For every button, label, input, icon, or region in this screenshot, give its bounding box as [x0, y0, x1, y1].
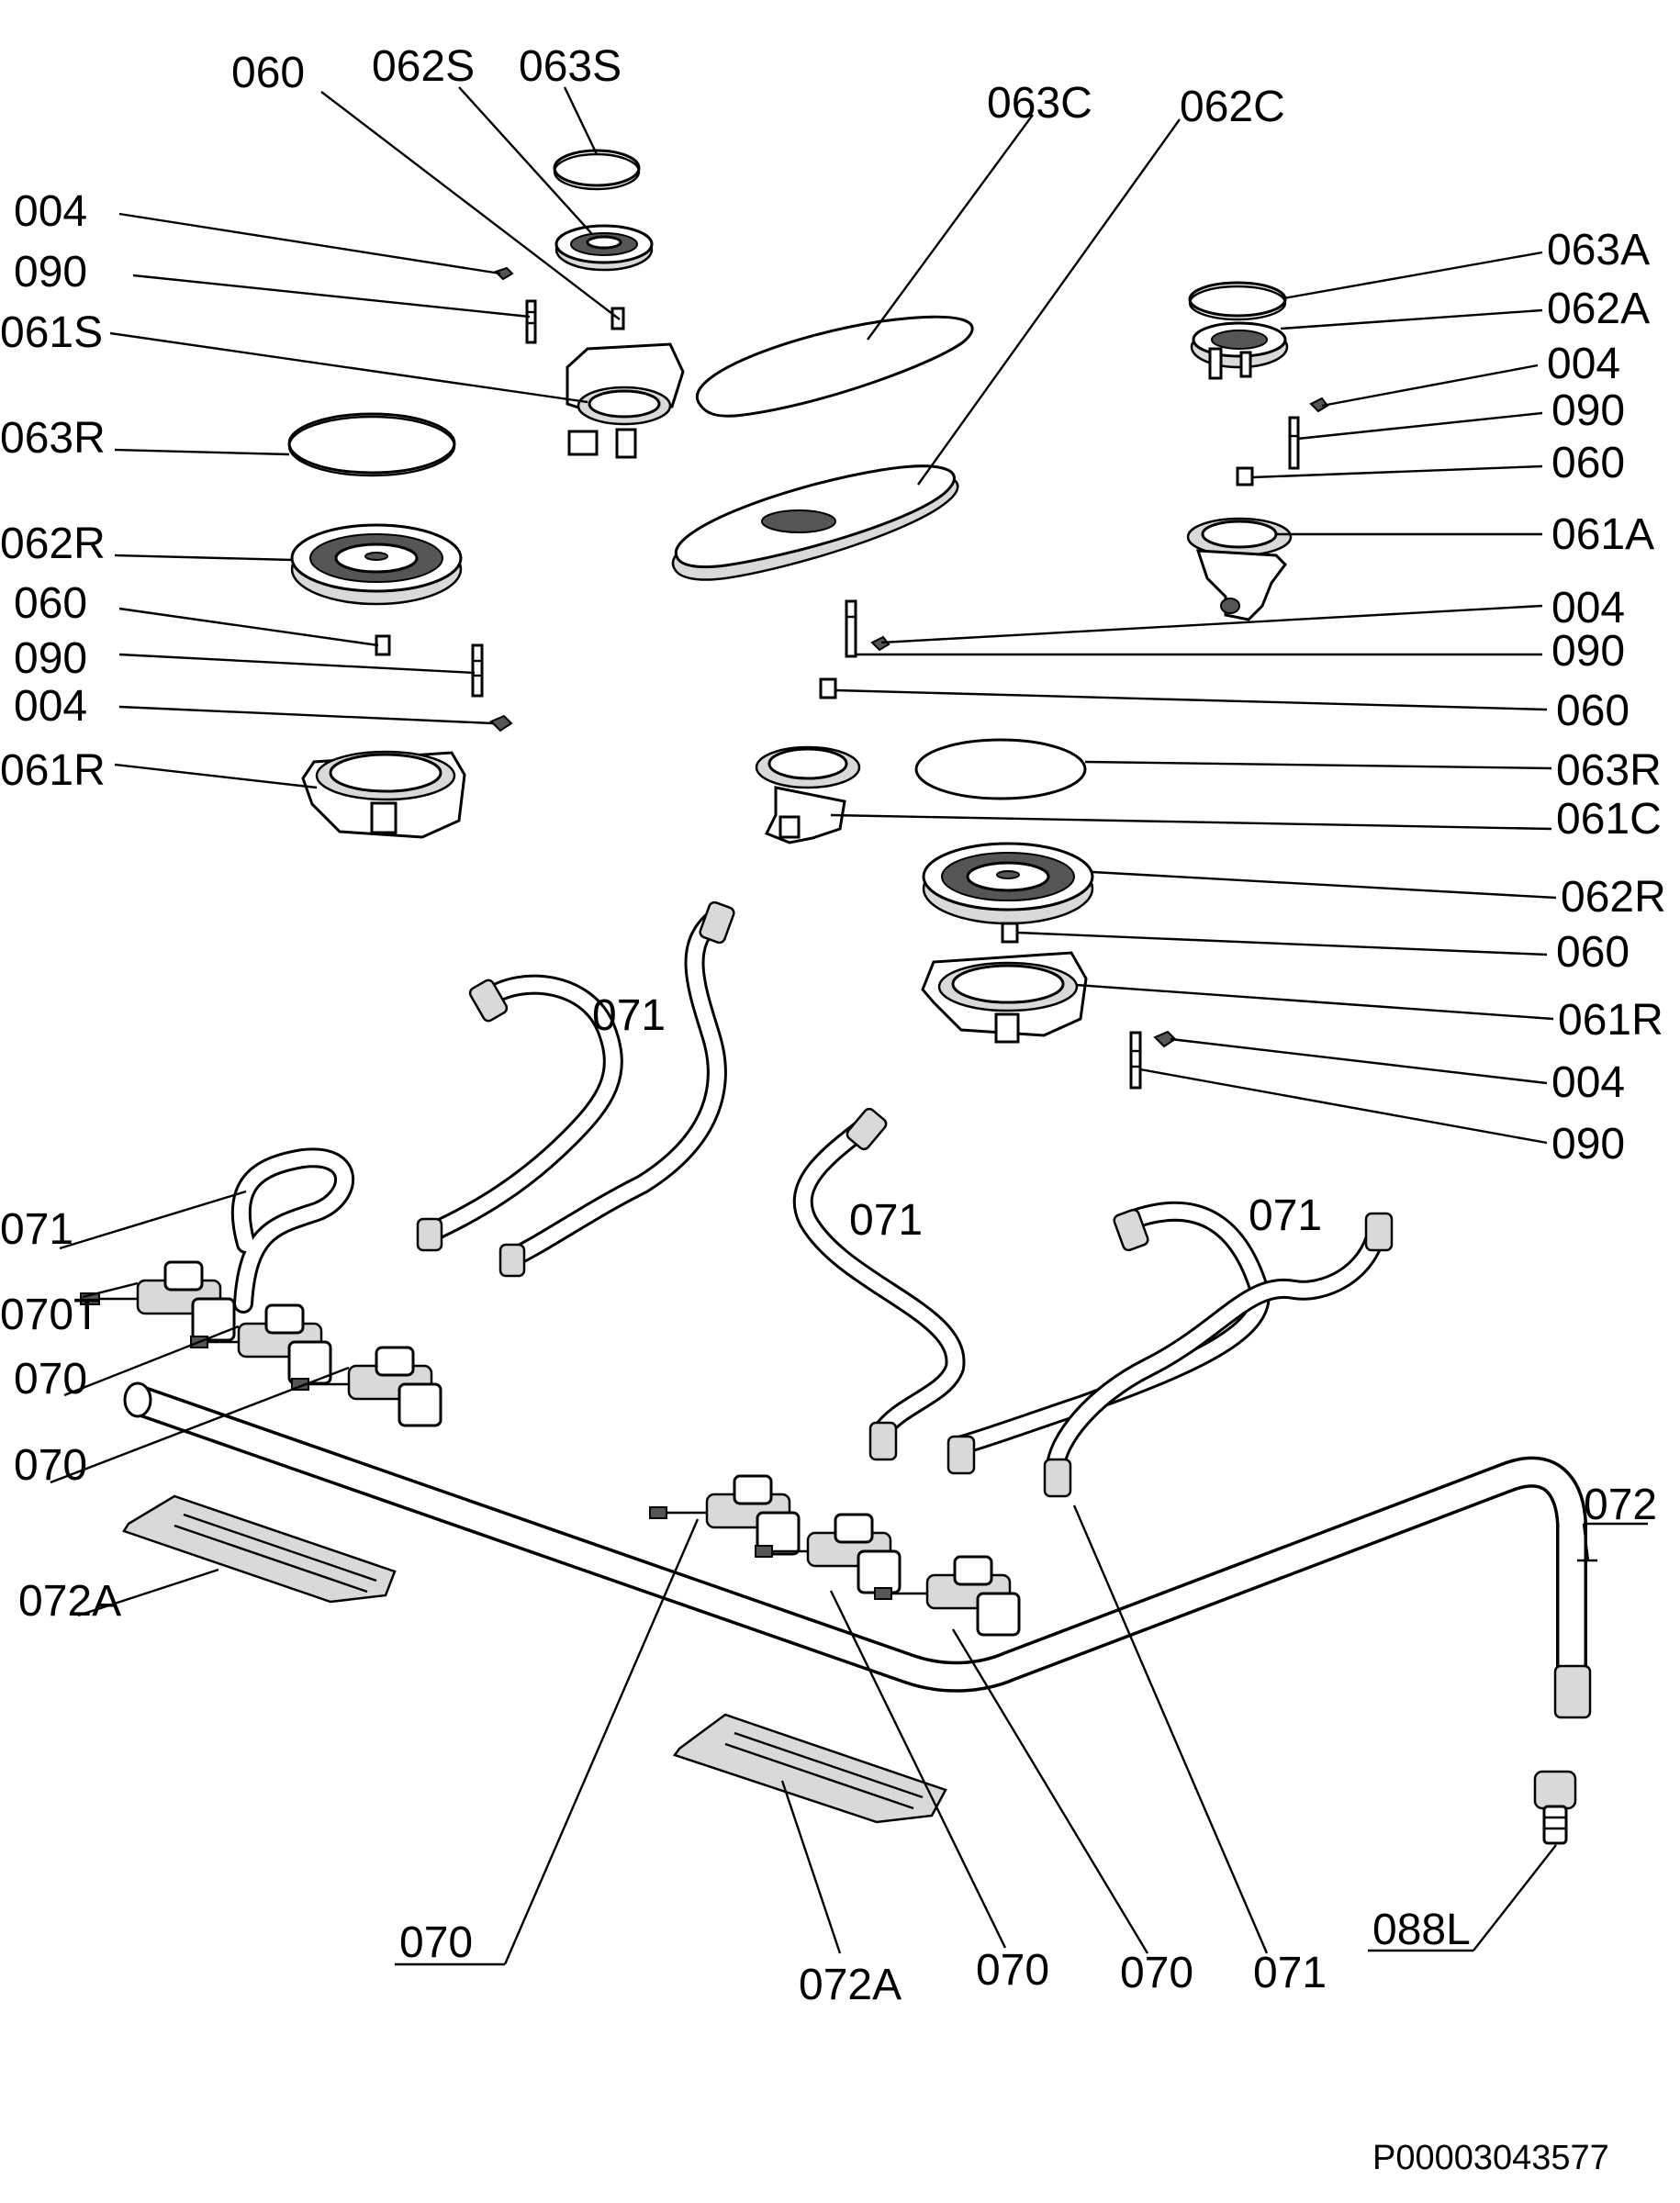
leader-lines: [50, 86, 1648, 1966]
callout-063A: 063A: [1547, 226, 1650, 274]
callout-004-left-2: 004: [14, 682, 87, 731]
part-063S-burner-cap: [553, 149, 641, 191]
callout-071-left: 071: [0, 1205, 73, 1254]
callout-061A: 061A: [1551, 510, 1654, 559]
part-072A-bracket-left: [122, 1494, 397, 1604]
part-062C-crown-oval: [671, 464, 959, 581]
part-061S-burner-body: [566, 342, 685, 459]
callout-004-right-3: 004: [1551, 1058, 1625, 1107]
callout-090-left-2: 090: [14, 634, 87, 683]
callout-061S: 061S: [0, 308, 103, 357]
callout-071-bottom: 071: [1253, 1949, 1327, 1997]
part-063R-cap-left: [287, 412, 456, 477]
callout-072A-left: 072A: [18, 1577, 121, 1626]
part-004-clip-center: [870, 635, 890, 652]
callout-060-left: 060: [14, 579, 87, 628]
callout-004-left-1: 004: [14, 187, 87, 236]
callout-062R-right: 062R: [1561, 873, 1666, 922]
part-088L-connector: [1533, 1770, 1577, 1845]
callout-060-right-1: 060: [1551, 439, 1625, 487]
part-090-thermocouple-top: [525, 299, 537, 344]
part-062R-crown-left: [290, 523, 463, 606]
callout-062R-left: 062R: [0, 520, 106, 568]
part-061R-body-right: [921, 951, 1088, 1044]
part-004-clip-left: [489, 714, 513, 732]
callout-060-right-2: 060: [1556, 687, 1630, 735]
callout-063R-right: 063R: [1556, 746, 1662, 795]
drawing-code: P00003043577: [1372, 2139, 1609, 2177]
callout-060-right-3: 060: [1556, 928, 1630, 977]
callout-070-bottom-2: 070: [976, 1946, 1049, 1995]
part-072-gas-manifold: [123, 1381, 1592, 1719]
part-072A-bracket-bottom: [672, 1713, 947, 1824]
callout-061R-left: 061R: [0, 746, 106, 795]
callout-061C: 061C: [1556, 795, 1662, 844]
callout-062A: 062A: [1547, 285, 1650, 333]
callout-063R-left: 063R: [0, 414, 106, 463]
callout-090-left-1: 090: [14, 248, 87, 296]
part-062S-burner-crown: [554, 224, 654, 272]
callout-063S: 063S: [519, 42, 622, 91]
part-004-clip-top: [494, 266, 514, 281]
callout-070-bottom-1: 070: [399, 1918, 473, 1967]
callout-090-right-1: 090: [1551, 386, 1625, 435]
part-090-thermocouple-center: [845, 599, 857, 658]
callout-062S: 062S: [372, 42, 475, 91]
callout-070-left-1: 070: [14, 1355, 87, 1403]
part-060-injector-left: [375, 634, 391, 656]
callout-060-top: 060: [231, 49, 305, 97]
callout-004-right-1: 004: [1547, 340, 1620, 388]
part-063R-cap-right: [914, 738, 1087, 800]
part-061R-body-left: [301, 750, 466, 839]
part-062R-crown-right: [922, 842, 1094, 925]
callout-062C: 062C: [1180, 83, 1285, 131]
callout-labels: 060 062S 063S 063C 062C 004 090 061S 063…: [0, 42, 1666, 2177]
part-063C-cap-oval: [696, 315, 974, 418]
part-070-gas-valves: [80, 1260, 1021, 1637]
part-060-injector-right: [1001, 922, 1019, 944]
part-090-thermocouple-left: [471, 643, 484, 698]
part-061C-burner-body: [755, 745, 861, 844]
callout-071-mid: 071: [849, 1196, 923, 1245]
part-060-injector-right-top: [1236, 466, 1254, 486]
callout-071-right: 071: [1249, 1191, 1322, 1240]
callout-004-right-2: 004: [1551, 584, 1625, 632]
part-060-injector-center: [819, 677, 837, 699]
callout-071-top: 071: [592, 991, 666, 1040]
part-063A-cap: [1188, 281, 1287, 321]
part-062A-crown: [1190, 321, 1289, 380]
part-061A-burner-body: [1186, 517, 1293, 621]
part-090-thermocouple-right-top: [1288, 416, 1300, 470]
callout-070T: 070T: [0, 1291, 100, 1339]
callout-090-right-2: 090: [1551, 627, 1625, 676]
callout-063C: 063C: [987, 79, 1092, 128]
callout-070-left-2: 070: [14, 1441, 87, 1490]
callout-072A-bottom: 072A: [799, 1961, 902, 2009]
callout-090-right-3: 090: [1551, 1120, 1625, 1169]
part-090-thermocouple-right-bottom: [1129, 1031, 1142, 1090]
callout-072: 072: [1584, 1481, 1657, 1529]
callout-088L: 088L: [1372, 1906, 1471, 1954]
part-071-gas-pipes: [230, 900, 1394, 1498]
callout-061R-right: 061R: [1558, 996, 1663, 1045]
callout-070-bottom-3: 070: [1120, 1949, 1193, 1997]
